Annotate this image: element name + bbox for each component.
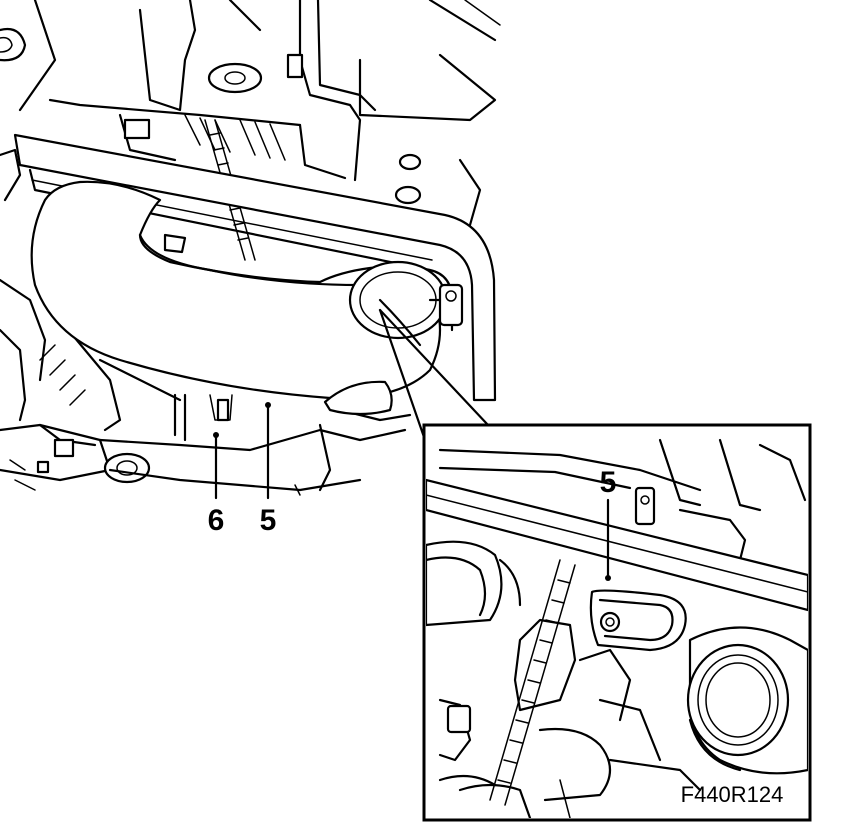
callout-6: 6 [208, 504, 225, 537]
inset-leader [378, 308, 490, 442]
callout-5-inset: 5 [600, 466, 617, 499]
callout-5-main: 5 [260, 504, 277, 537]
figure-code: F440R124 [681, 782, 784, 807]
main-callout-leaders [213, 402, 271, 500]
detail-inset [422, 423, 812, 822]
engine-background-structure [0, 0, 501, 496]
support-bar [13, 133, 497, 402]
intake-hose [30, 180, 464, 416]
